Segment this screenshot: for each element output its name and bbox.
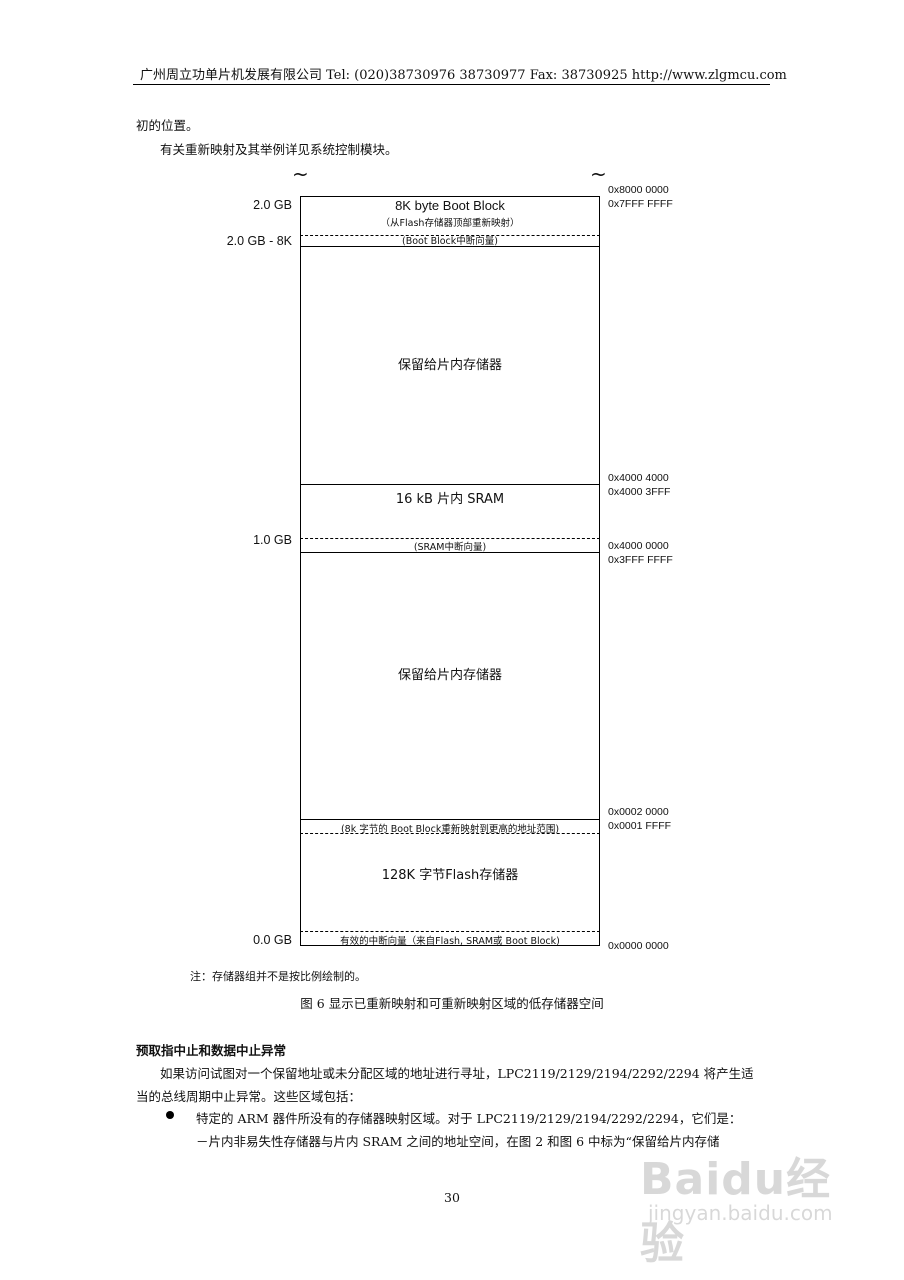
- dashed-boot-vectors: [300, 235, 600, 236]
- address-label: 0x0000 0000: [608, 940, 669, 952]
- memory-map-column: [300, 196, 600, 946]
- region-flash: 128K 字节Flash存储器: [381, 868, 519, 883]
- page-header: 广州周立功单片机发展有限公司 Tel: (020)38730976 387309…: [140, 68, 787, 83]
- region-boot-block: 8K byte Boot Block: [395, 198, 505, 213]
- address-label: 0x4000 3FFF: [608, 486, 671, 498]
- address-label: 0x7FFF FFFF: [608, 198, 673, 210]
- intro-line-2: 有关重新映射及其举例详见系统控制模块。: [160, 142, 398, 157]
- section-heading: 预取指中止和数据中止异常: [136, 1043, 287, 1058]
- header-rule: [133, 84, 770, 85]
- watermark-brand: Baidu经验: [640, 1154, 832, 1269]
- watermark-url: jingyan.baidu.com: [648, 1201, 833, 1225]
- label-2gb-minus-8k: 2.0 GB - 8K: [226, 234, 292, 248]
- diagram-note: 注：存储器组并不是按比例绘制的。: [190, 970, 366, 983]
- dashed-boot-remapped: [300, 833, 600, 834]
- figure-caption: 图 6 显示已重新映射和可重新映射区域的低存储器空间: [300, 996, 604, 1011]
- region-boot-remap-note: （从Flash存储器顶部重新映射）: [380, 218, 520, 229]
- paragraph-line-2: 当的总线周期中止异常。这些区域包括：: [136, 1089, 362, 1104]
- region-sram-vectors: (SRAM中断向量): [413, 542, 487, 553]
- bullet-dot: [166, 1111, 174, 1119]
- boundary-sram-bottom: [300, 552, 600, 553]
- dashed-sram-vectors: [300, 538, 600, 539]
- break-mark-right: ~: [590, 162, 607, 186]
- region-active-vectors: 有效的中断向量（来自Flash, SRAM或 Boot Block): [340, 936, 560, 947]
- region-sram: 16 kB 片内 SRAM: [395, 492, 505, 507]
- bullet-item-1: 特定的 ARM 器件所没有的存储器映射区域。对于 LPC2119/2129/21…: [196, 1111, 742, 1126]
- address-label: 0x3FFF FFFF: [608, 554, 673, 566]
- page-number: 30: [444, 1190, 460, 1205]
- address-label: 0x0001 FFFF: [608, 820, 672, 832]
- address-label: 0x0002 0000: [608, 806, 669, 818]
- region-reserved-1: 保留给片内存储器: [397, 358, 502, 373]
- boundary-flash-top: [300, 819, 600, 820]
- address-label: 0x8000 0000: [608, 184, 669, 196]
- break-mark-left: ~: [292, 162, 309, 186]
- intro-line-1: 初的位置。: [136, 118, 199, 133]
- label-0gb: 0.0 GB: [253, 933, 292, 947]
- dashed-active-vectors: [300, 931, 600, 932]
- sub-item-1: －片内非易失性存储器与片内 SRAM 之间的地址空间，在图 2 和图 6 中标为…: [196, 1134, 720, 1149]
- boundary-sram-top: [300, 484, 600, 485]
- region-boot-vectors: (Boot Block中断向量): [402, 236, 498, 247]
- label-2gb: 2.0 GB: [253, 198, 292, 212]
- baidu-watermark: Baidu经验 jingyan.baidu.com: [640, 1143, 870, 1269]
- region-reserved-2: 保留给片内存储器: [397, 668, 502, 683]
- address-label: 0x4000 4000: [608, 472, 669, 484]
- paragraph-line-1: 如果访问试图对一个保留地址或未分配区域的地址进行寻址，LPC2119/2129/…: [160, 1066, 754, 1081]
- label-1gb: 1.0 GB: [253, 533, 292, 547]
- address-label: 0x4000 0000: [608, 540, 669, 552]
- boundary-bottom: [300, 945, 600, 946]
- region-boot-remapped-high: (8k 字节的 Boot Block重新映射到更高的地址范围): [340, 824, 560, 835]
- boundary-boot-block: [300, 246, 600, 247]
